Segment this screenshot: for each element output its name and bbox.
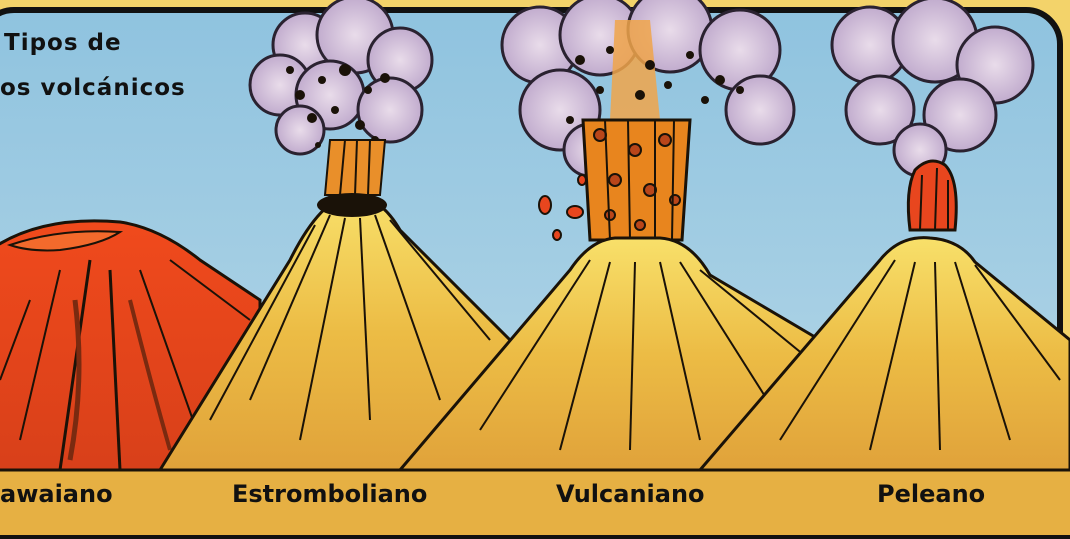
label-vulcaniano: Vulcaniano xyxy=(556,480,705,508)
title-line-1: Tipos de xyxy=(4,30,122,56)
label-estromboliano: Estromboliano xyxy=(232,480,427,508)
label-hawaiano: awaiano xyxy=(0,480,113,508)
label-peleano: Peleano xyxy=(877,480,985,508)
title-line-2: os volcánicos xyxy=(0,75,186,101)
